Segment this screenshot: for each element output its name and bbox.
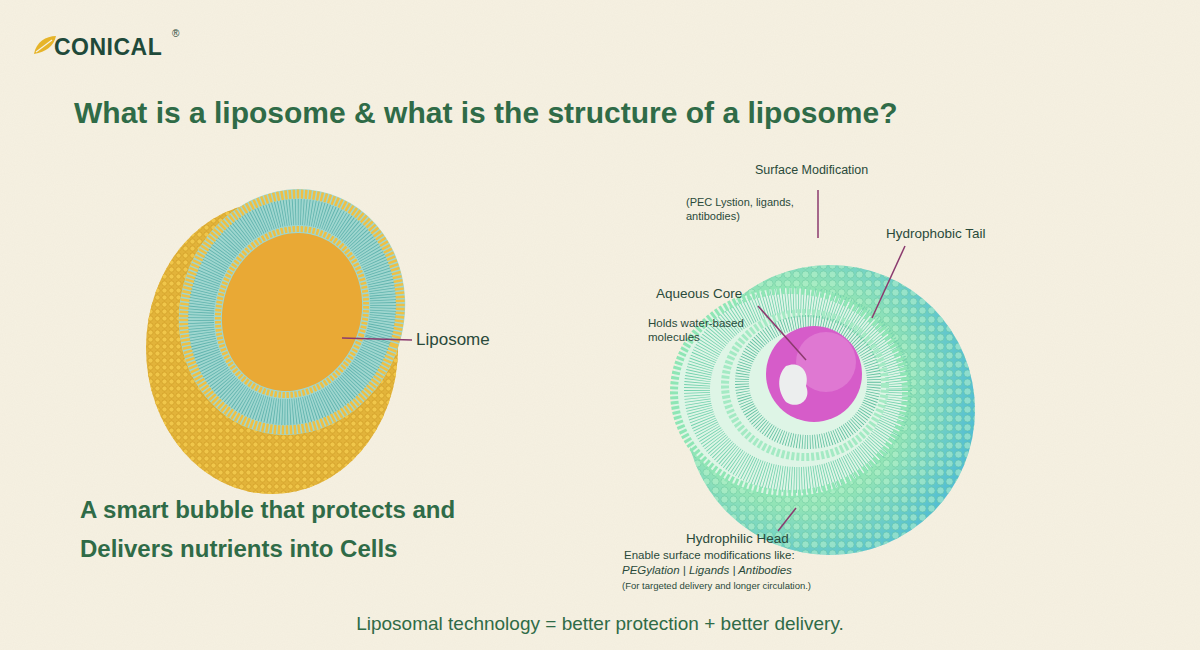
annotation: (For targeted delivery and longer circul… (622, 580, 811, 592)
liposome-core (202, 215, 383, 410)
liposome-illustration (146, 159, 437, 494)
title: What is a liposome & what is the structu… (74, 94, 897, 132)
leader-line (817, 190, 819, 238)
part-label: Aqueous Core (656, 286, 742, 303)
inner-heads (725, 313, 885, 457)
registered-mark: ® (172, 28, 179, 41)
inner-tails (742, 322, 874, 442)
logo-leaf-vein (36, 40, 52, 52)
inner-heads (197, 210, 388, 415)
part-label: Hydrophobic Tail (886, 226, 986, 243)
water-molecules (779, 364, 807, 404)
outer-heads (153, 166, 430, 458)
liposome-cutaway (672, 190, 975, 555)
part-label: Liposome (416, 329, 490, 350)
logo-leaf (34, 36, 56, 54)
annotation: (PEC Lystion, ligands, antibodies) (686, 196, 816, 224)
annotation: PEGylation | Ligands | Antibodies (622, 563, 792, 577)
bilayer-face (147, 159, 437, 464)
cut-face (147, 159, 437, 464)
lipid-tails (175, 188, 409, 436)
tagline: A smart bubble that protects and Deliver… (80, 491, 540, 569)
part-label: Hydrophilic Head (686, 531, 789, 548)
leader-line (872, 246, 905, 318)
aqueous-core (766, 326, 862, 422)
part-label: Surface Modification (755, 163, 868, 179)
leader-line (758, 306, 806, 360)
brand-name: CONICAL (54, 33, 162, 62)
annotation: Enable surface modifications like: (624, 548, 795, 562)
leader-line (342, 338, 412, 340)
leader-line (778, 508, 796, 531)
caption: Liposomal technology = better protection… (0, 612, 1200, 636)
annotation: Holds water-based molecules (648, 316, 760, 345)
